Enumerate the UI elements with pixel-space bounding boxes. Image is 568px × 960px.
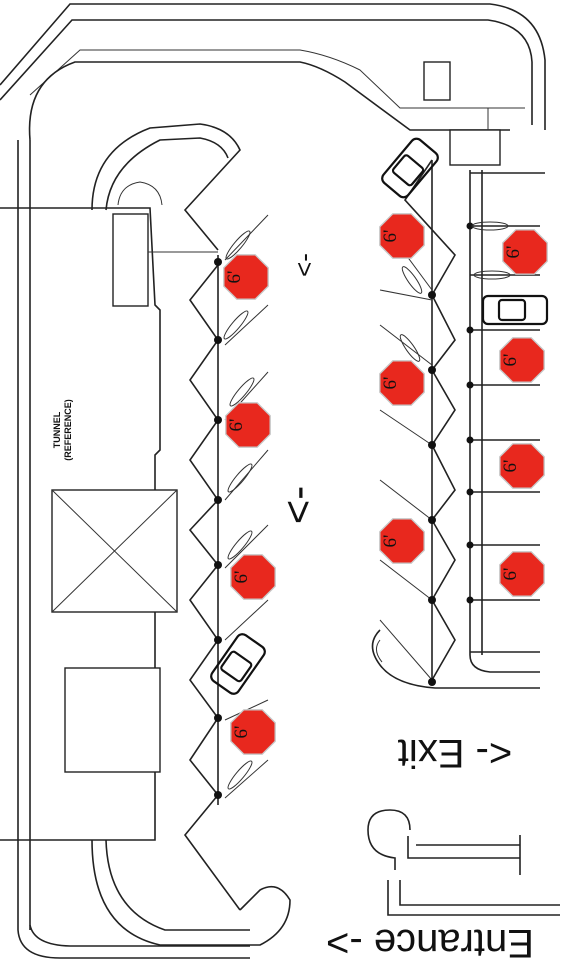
height-sign-mid-1: 6' — [379, 213, 425, 259]
octagon-sign-shape — [499, 551, 545, 597]
octagon-sign-shape — [499, 337, 545, 383]
sign-label: 6' — [231, 726, 252, 739]
octagon-sign-shape — [379, 360, 425, 406]
vehicle-right — [481, 294, 549, 326]
exit-label: <- Exit — [398, 731, 512, 775]
sign-label: 6' — [380, 230, 401, 243]
vehicle-top — [381, 137, 439, 199]
entrance-gate — [367, 809, 560, 916]
octagon-sign-shape — [225, 402, 271, 448]
service-boxes — [423, 61, 501, 166]
height-sign-right-3: 6' — [499, 443, 545, 489]
height-signs: 6' 6' 6' 6' 6' 6' 6' 6' 6' 6' 6' — [223, 213, 548, 755]
sign-label: 6' — [224, 271, 245, 284]
right-stall-rail — [466, 170, 545, 673]
sign-label: 6' — [500, 354, 521, 367]
octagon-sign-shape — [223, 254, 269, 300]
octagon-sign-shape — [502, 229, 548, 275]
height-sign-left-2: 6' — [225, 402, 271, 448]
sign-label: 6' — [503, 246, 524, 259]
height-sign-left-4: 6' — [230, 709, 276, 755]
vehicle-left — [210, 633, 266, 695]
height-sign-right-2: 6' — [499, 337, 545, 383]
queue-markers — [223, 221, 511, 790]
height-sign-left-1: 6' — [223, 254, 269, 300]
octagon-sign-shape — [379, 213, 425, 259]
octagon-sign-shape — [230, 709, 276, 755]
sign-label: 6' — [380, 377, 401, 390]
height-sign-right-1: 6' — [502, 229, 548, 275]
direction-arrow-lower: <- — [274, 486, 321, 525]
height-sign-mid-3: 6' — [379, 518, 425, 564]
octagon-sign-shape — [499, 443, 545, 489]
direction-arrow-upper: <- — [289, 253, 319, 277]
left-queue-wall — [91, 123, 291, 946]
sign-label: 6' — [226, 419, 247, 432]
sign-label: 6' — [500, 460, 521, 473]
octagon-sign-shape — [379, 518, 425, 564]
middle-zigzag-rail — [371, 159, 540, 689]
tunnel-block — [0, 207, 218, 841]
tunnel-label-line2: (REFERENCE) — [63, 399, 73, 461]
sign-label: 6' — [231, 571, 252, 584]
outer-walls — [0, 3, 546, 959]
height-sign-left-3: 6' — [230, 554, 276, 600]
tunnel-label-line1: TUNNEL — [52, 411, 62, 448]
entrance-label: Entrance -> — [326, 921, 534, 960]
sign-label: 6' — [380, 535, 401, 548]
height-sign-mid-2: 6' — [379, 360, 425, 406]
octagon-sign-shape — [230, 554, 276, 600]
height-sign-right-4: 6' — [499, 551, 545, 597]
sign-label: 6' — [500, 568, 521, 581]
